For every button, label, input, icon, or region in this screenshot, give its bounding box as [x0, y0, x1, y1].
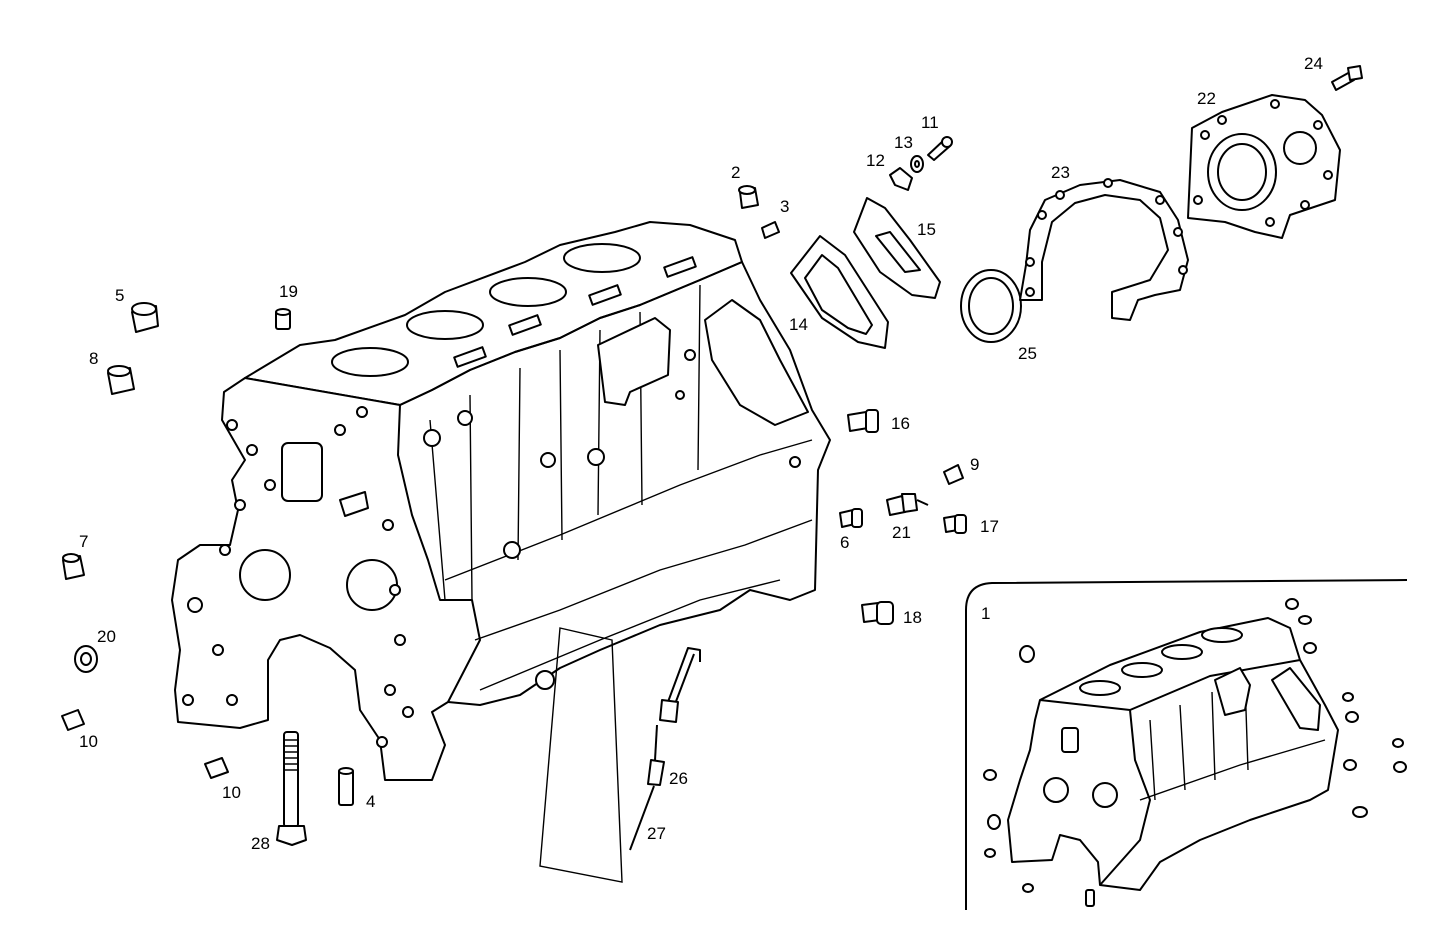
part-28-bolt: [276, 731, 307, 846]
part-11-screw: [927, 136, 953, 161]
part-9-pin: [943, 464, 964, 485]
callout-3: 3: [780, 197, 789, 216]
callout-18: 18: [903, 608, 922, 627]
callout-5: 5: [115, 286, 124, 305]
part-18-plug: [861, 601, 894, 625]
callout-11: 11: [921, 113, 939, 132]
callout-4: 4: [366, 792, 375, 811]
part-19-dowel: [275, 308, 291, 330]
callout-27: 27: [647, 824, 666, 843]
part-10-plug-a: [61, 709, 85, 731]
callout-21: 21: [892, 523, 911, 542]
callout-labels: 2 3 4 5 6 7 8 9 10 10 11 12 13 14 15 16 …: [79, 54, 1323, 853]
part-2-dowel: [738, 185, 759, 209]
callout-26: 26: [669, 769, 688, 788]
part-21-sensor: [886, 493, 929, 516]
part-16-plug: [847, 409, 879, 433]
callout-8: 8: [89, 349, 98, 368]
callout-17: 17: [980, 517, 999, 536]
part-24-screw: [1331, 65, 1363, 91]
engine-block: [171, 221, 831, 781]
callout-13: 13: [894, 133, 913, 152]
part-6-plug: [839, 508, 863, 528]
inset-loose-parts: [983, 598, 1407, 907]
part-12-clamp: [889, 167, 913, 191]
part-15-plate: [853, 197, 941, 299]
part-8-plug: [107, 365, 135, 395]
inset-frame: [965, 579, 1408, 910]
callout-23: 23: [1051, 163, 1070, 182]
part-4-plug: [338, 767, 354, 806]
callout-14: 14: [789, 315, 808, 334]
callout-22: 22: [1197, 89, 1216, 108]
callout-12: 12: [866, 151, 885, 170]
callout-28: 28: [251, 834, 270, 853]
callout-7: 7: [79, 532, 88, 551]
part-22-rear-cover: [1187, 94, 1341, 239]
part-5-plug: [131, 302, 159, 333]
part-20-seal: [74, 645, 98, 673]
callout-6: 6: [840, 533, 849, 552]
callout-24: 24: [1304, 54, 1323, 73]
part-10-plug-b: [204, 757, 229, 779]
callout-9: 9: [970, 455, 979, 474]
inset-engine-block: [1007, 617, 1339, 891]
callout-20: 20: [97, 627, 116, 646]
dipstick-guide-outline: [539, 627, 623, 883]
inset-label: 1: [981, 604, 990, 623]
part-14-gasket: [790, 235, 889, 349]
callout-25: 25: [1018, 344, 1037, 363]
part-13-washer: [910, 155, 924, 173]
part-23-gasket: [1019, 178, 1189, 321]
callout-2: 2: [731, 163, 740, 182]
part-26-27-dipstick: [629, 647, 701, 851]
callout-15: 15: [917, 220, 936, 239]
callout-16: 16: [891, 414, 910, 433]
part-25-oil-seal: [960, 269, 1022, 343]
callout-10a: 10: [79, 732, 98, 751]
part-7-plug: [62, 553, 85, 580]
part-3-pin: [761, 221, 780, 239]
callout-10b: 10: [222, 783, 241, 802]
part-17-plug: [943, 514, 967, 534]
callout-19: 19: [279, 282, 298, 301]
